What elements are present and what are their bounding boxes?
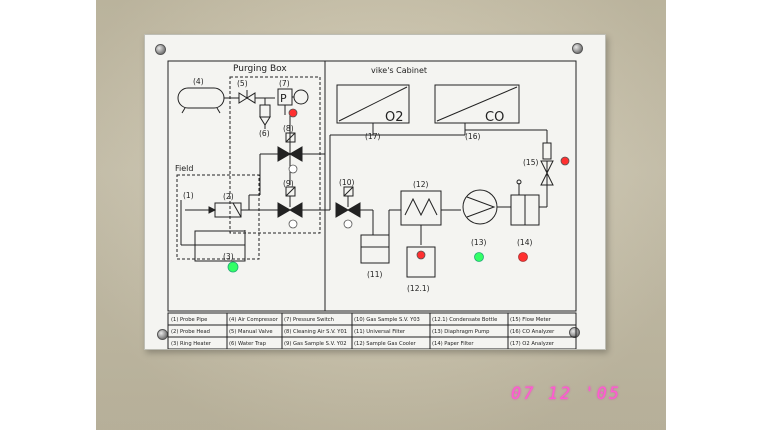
- legend-cell: (12) Sample Gas Cooler: [354, 341, 417, 347]
- legend-cell: (10) Gas Sample S.V. Y03: [354, 317, 420, 323]
- lamp-white-gas-sample-y02: [288, 219, 298, 229]
- lamp-red-filter: [518, 252, 528, 262]
- gas-sample-valve-y02-symbol: [277, 202, 291, 218]
- field-outline: [176, 174, 260, 260]
- lamp-white-cleaning-air: [288, 164, 298, 174]
- label-9: (9): [283, 179, 294, 188]
- flow-meter-symbol: [540, 160, 554, 175]
- legend-cell: (1) Probe Pipe: [171, 317, 207, 323]
- label-12: (12): [413, 180, 428, 189]
- label-8: (8): [283, 124, 294, 133]
- legend-cell: (12.1) Condensate Bottle: [432, 317, 497, 323]
- ring-heater-symbol: [194, 230, 246, 262]
- pressure-switch-p: P: [280, 92, 287, 105]
- cabinet-label: vike's Cabinet: [371, 66, 427, 75]
- label-6: (6): [259, 129, 270, 138]
- purging-box-outline: [229, 76, 321, 234]
- legend-cell: (11) Universal Filter: [354, 329, 406, 335]
- legend-cell: (3) Ring Heater: [171, 341, 212, 347]
- cleaning-air-valve-symbol: [277, 146, 291, 162]
- co-analyzer-box: [434, 84, 520, 124]
- lamp-red-pressure-switch: [288, 108, 298, 118]
- label-14: (14): [517, 238, 532, 247]
- legend-cell: (14) Paper Filter: [432, 341, 474, 347]
- gas-sample-valve-y03-symbol: [335, 202, 349, 218]
- legend-cell: (4) Air Compressor: [229, 317, 279, 323]
- co-analyzer-label: CO: [485, 110, 504, 125]
- sample-gas-cooler-symbol: [400, 190, 442, 226]
- legend-cell: (6) Water Trap: [229, 341, 267, 347]
- manual-valve-symbol: [238, 92, 248, 104]
- label-3: (3): [223, 252, 234, 261]
- label-12-1: (12.1): [407, 284, 430, 293]
- label-4: (4): [193, 77, 204, 86]
- air-compressor-symbol: [177, 87, 225, 109]
- lamp-red-flow-meter: [560, 156, 570, 166]
- label-15: (15): [523, 158, 538, 167]
- purging-box-label: Purging Box: [233, 64, 287, 74]
- legend-cell: (8) Cleaning Air S.V. Y01: [284, 329, 347, 335]
- screw-icon: [155, 44, 166, 55]
- legend-cell: (9) Gas Sample S.V. Y02: [284, 341, 347, 347]
- screw-icon: [572, 43, 583, 54]
- photo: Purging Box vike's Cabinet Field O2 CO P…: [96, 0, 666, 430]
- diaphragm-pump-symbol: [462, 189, 498, 225]
- legend-cell: (2) Probe Head: [171, 329, 210, 335]
- legend-cell: (13) Diaphragm Pump: [432, 329, 490, 335]
- legend-cell: (7) Pressure Switch: [284, 317, 334, 323]
- label-17: (17): [365, 132, 380, 141]
- legend-cell: (17) O2 Analyzer: [510, 341, 555, 347]
- diagram-frame: [167, 60, 577, 312]
- legend-table: [167, 312, 577, 349]
- water-trap-symbol: [259, 104, 271, 118]
- label-13: (13): [471, 238, 486, 247]
- legend-cell: (5) Manual Valve: [229, 329, 273, 335]
- legend-cell: (15) Flow Meter: [510, 317, 552, 323]
- lamp-green-ring-heater: [227, 261, 239, 273]
- label-11: (11): [367, 270, 382, 279]
- control-panel-plate: Purging Box vike's Cabinet Field O2 CO P…: [144, 34, 606, 350]
- label-16: (16): [465, 132, 480, 141]
- field-label: Field: [175, 164, 193, 173]
- date-stamp: 07 12 '05: [511, 384, 622, 404]
- legend-cell: (16) CO Analyzer: [510, 329, 555, 335]
- lamp-green-pump: [474, 252, 484, 262]
- lamp-red-condensate: [416, 250, 426, 260]
- lamp-white-gas-sample-y03: [343, 219, 353, 229]
- label-7: (7): [279, 79, 290, 88]
- label-1: (1): [183, 191, 194, 200]
- process-diagram: Purging Box vike's Cabinet Field O2 CO P…: [167, 60, 577, 349]
- label-5: (5): [237, 79, 248, 88]
- label-2: (2): [223, 192, 234, 201]
- o2-analyzer-label: O2: [385, 110, 404, 125]
- label-10: (10): [339, 178, 354, 187]
- universal-filter-symbol: [360, 234, 390, 264]
- condensate-bottle-symbol: [406, 246, 436, 278]
